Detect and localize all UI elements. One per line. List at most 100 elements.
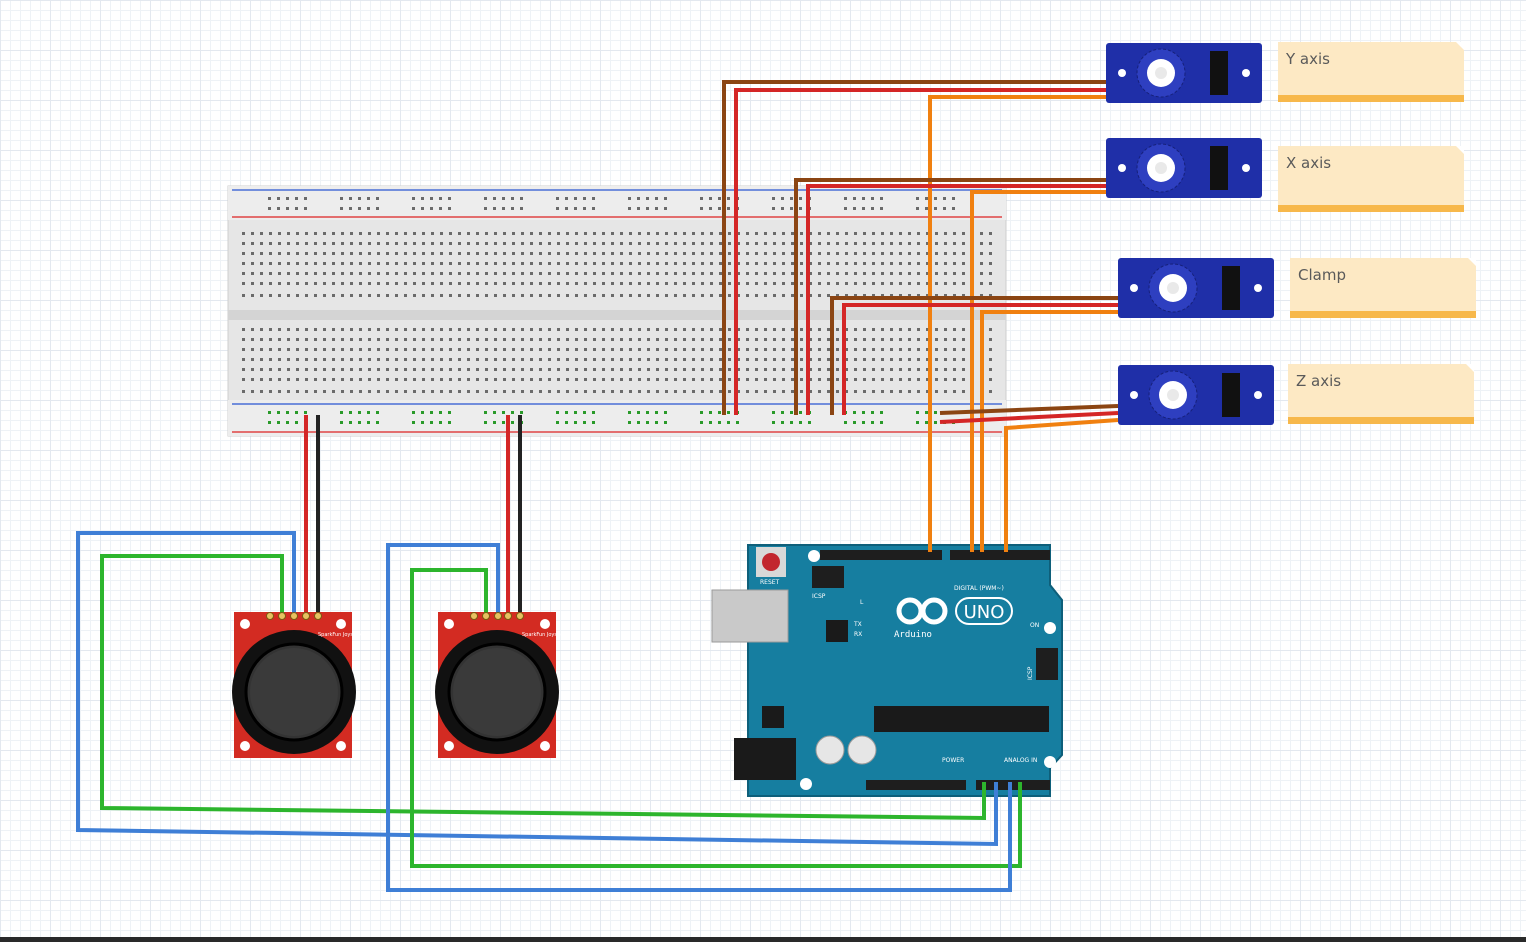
breadboard-hole — [296, 358, 299, 361]
breadboard-hole — [286, 197, 289, 200]
breadboard-hole — [350, 252, 353, 255]
breadboard-hole — [683, 390, 686, 393]
breadboard-hole — [565, 197, 568, 200]
breadboard-hole — [530, 348, 533, 351]
breadboard-hole — [953, 242, 956, 245]
breadboard-hole — [467, 242, 470, 245]
breadboard-hole — [890, 390, 893, 393]
breadboard-hole — [872, 252, 875, 255]
breadboard-hole — [422, 242, 425, 245]
breadboard-hole — [350, 232, 353, 235]
breadboard-hole — [646, 197, 649, 200]
breadboard-hole — [872, 272, 875, 275]
breadboard-hole — [709, 421, 712, 424]
breadboard-hole — [242, 282, 245, 285]
breadboard-hole — [710, 378, 713, 381]
wire-z-vcc — [939, 411, 1119, 424]
breadboard-hole — [458, 378, 461, 381]
breadboard-hole — [755, 272, 758, 275]
breadboard-hole — [755, 294, 758, 297]
breadboard-hole — [989, 242, 992, 245]
breadboard-hole — [683, 368, 686, 371]
breadboard-hole — [917, 262, 920, 265]
servo-y-axis — [1106, 43, 1262, 103]
breadboard-hole — [944, 328, 947, 331]
breadboard-hole — [565, 421, 568, 424]
breadboard-hole — [917, 282, 920, 285]
breadboard-hole — [575, 378, 578, 381]
breadboard-hole — [575, 252, 578, 255]
breadboard-hole — [422, 282, 425, 285]
breadboard-hole — [700, 411, 703, 414]
breadboard-hole — [377, 232, 380, 235]
breadboard-hole — [296, 272, 299, 275]
breadboard-hole — [260, 348, 263, 351]
breadboard-hole — [809, 294, 812, 297]
breadboard-hole — [458, 358, 461, 361]
breadboard-hole — [511, 207, 514, 210]
breadboard-hole — [286, 421, 289, 424]
breadboard-hole — [593, 390, 596, 393]
breadboard-hole — [278, 262, 281, 265]
breadboard-hole — [664, 421, 667, 424]
breadboard-hole — [692, 338, 695, 341]
breadboard-hole — [557, 252, 560, 255]
breadboard-hole — [809, 242, 812, 245]
breadboard-hole — [701, 338, 704, 341]
breadboard-hole — [845, 242, 848, 245]
breadboard-hole — [764, 378, 767, 381]
breadboard-hole — [494, 328, 497, 331]
breadboard-hole — [791, 262, 794, 265]
breadboard-hole — [512, 378, 515, 381]
breadboard-hole — [602, 282, 605, 285]
breadboard-hole — [638, 262, 641, 265]
breadboard-hole — [872, 348, 875, 351]
breadboard-hole — [440, 262, 443, 265]
breadboard-hole — [781, 411, 784, 414]
breadboard-hole — [854, 358, 857, 361]
breadboard-hole — [314, 252, 317, 255]
breadboard-hole — [710, 282, 713, 285]
breadboard-hole — [790, 197, 793, 200]
breadboard-hole — [251, 272, 254, 275]
breadboard-hole — [494, 232, 497, 235]
breadboard-hole — [583, 207, 586, 210]
breadboard-hole — [512, 282, 515, 285]
breadboard-hole — [710, 242, 713, 245]
breadboard-hole — [647, 358, 650, 361]
breadboard-hole — [854, 328, 857, 331]
breadboard-hole — [674, 272, 677, 275]
breadboard-hole — [422, 358, 425, 361]
breadboard-hole — [358, 411, 361, 414]
breadboard-hole — [251, 242, 254, 245]
breadboard-hole — [503, 378, 506, 381]
breadboard-hole — [638, 338, 641, 341]
breadboard-hole — [890, 272, 893, 275]
breadboard-hole — [962, 348, 965, 351]
breadboard-hole — [908, 378, 911, 381]
breadboard-hole — [332, 378, 335, 381]
breadboard-hole — [494, 242, 497, 245]
breadboard-hole — [413, 242, 416, 245]
label-clamp-text: Clamp — [1298, 266, 1346, 284]
breadboard-hole — [305, 378, 308, 381]
breadboard-hole — [521, 338, 524, 341]
breadboard-hole — [809, 390, 812, 393]
breadboard-hole — [548, 338, 551, 341]
breadboard-hole — [251, 232, 254, 235]
breadboard-hole — [727, 411, 730, 414]
breadboard-hole — [530, 242, 533, 245]
breadboard-hole — [485, 242, 488, 245]
breadboard-hole — [458, 294, 461, 297]
breadboard-hole — [737, 358, 740, 361]
breadboard-hole — [917, 272, 920, 275]
breadboard-hole — [530, 294, 533, 297]
breadboard-hole — [548, 262, 551, 265]
breadboard-hole — [440, 358, 443, 361]
breadboard-hole — [692, 390, 695, 393]
breadboard-hole — [845, 282, 848, 285]
breadboard-hole — [952, 197, 955, 200]
breadboard-hole — [808, 421, 811, 424]
breadboard-hole — [953, 232, 956, 235]
breadboard-hole — [368, 348, 371, 351]
